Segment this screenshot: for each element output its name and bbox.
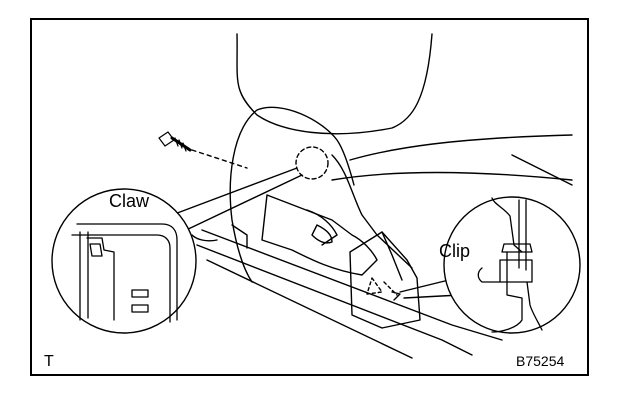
body-curve: [511, 154, 573, 186]
sill-line-5: [191, 234, 218, 242]
claw-label: Claw: [109, 191, 150, 211]
corner-mark: T: [44, 353, 54, 370]
bracket-body: [261, 194, 378, 276]
clip-detail-circle: [443, 196, 581, 334]
body-panel-edge: [236, 33, 433, 135]
fender-lower-line: [331, 171, 573, 181]
mudguard-tab: [349, 231, 421, 329]
sill-line-2: [196, 244, 473, 356]
clip-label: Clip: [439, 241, 471, 261]
illustration-frame: Claw Clip T B75254: [30, 18, 589, 376]
illustration-drawing: [51, 33, 581, 359]
liner-outline: [229, 106, 355, 283]
sill-line-3: [206, 259, 413, 359]
claw-detail-drawing: [71, 223, 178, 323]
mudguard-fold: [381, 231, 403, 281]
bracket-arm: [331, 154, 413, 269]
claw-location-circle: [295, 146, 329, 180]
claw-callout-line: [171, 167, 303, 233]
fender-line: [349, 134, 573, 161]
sill-line-1: [201, 229, 503, 341]
sill-line-4: [231, 224, 248, 249]
clip-arrow: [391, 291, 401, 301]
figure-code: B75254: [516, 353, 565, 369]
bolt-dashed-line: [191, 149, 248, 169]
bolt-icon: [158, 131, 192, 152]
bracket-inner: [306, 209, 338, 246]
clip-detail-drawing: [477, 197, 543, 333]
bracket-slot: [311, 224, 333, 244]
